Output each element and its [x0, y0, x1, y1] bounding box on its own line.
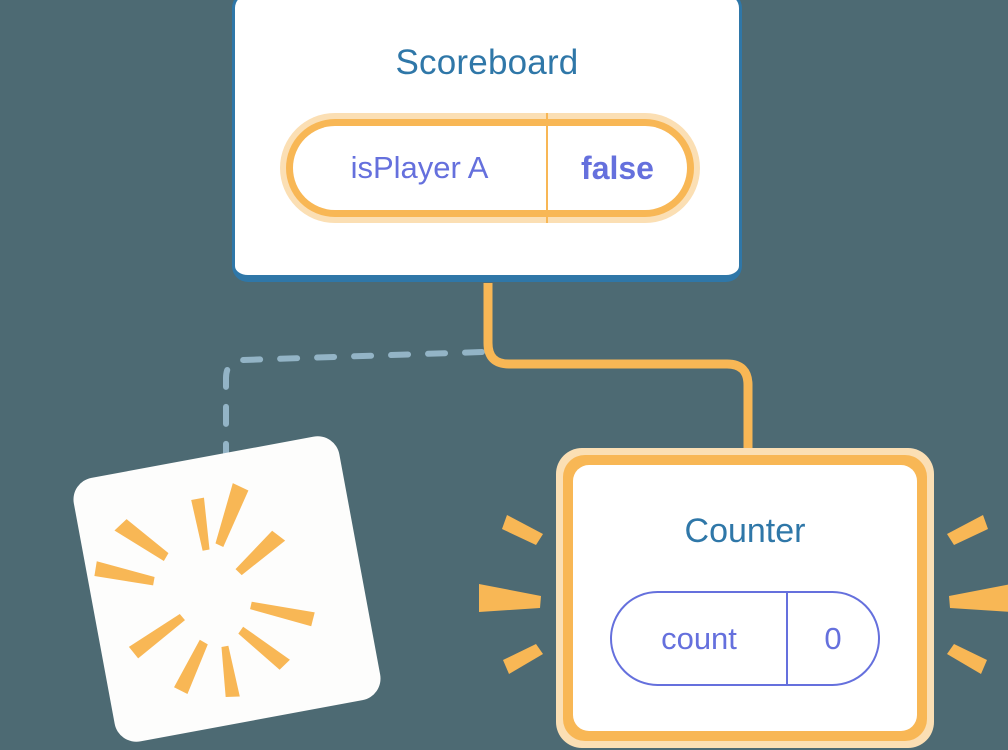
- ray: [238, 626, 290, 670]
- pill-divider: [786, 591, 788, 686]
- ray: [215, 483, 249, 547]
- scoreboard-pill-value: false: [581, 149, 654, 186]
- dashed-connector-to-ghost-card: [223, 349, 485, 465]
- solid-connector-to-counter: [483, 283, 753, 455]
- counter-pill-key: count: [661, 620, 737, 656]
- ghost-card-burst-rays: [94, 483, 315, 698]
- counter-pill-value: 0: [824, 620, 842, 656]
- ray: [94, 561, 155, 586]
- counter-card[interactable]: Counter count 0: [556, 448, 934, 748]
- ray: [947, 644, 987, 674]
- ray: [250, 601, 315, 627]
- pill-body: isPlayer A false: [293, 113, 687, 223]
- ray: [502, 515, 543, 545]
- counter-title: Counter: [684, 512, 806, 550]
- ghost-card[interactable]: [69, 432, 385, 746]
- scoreboard-card[interactable]: Scoreboard isPlayer A false: [232, 0, 742, 282]
- counter-burst-rays-left: [479, 515, 543, 674]
- scoreboard-state-pill[interactable]: isPlayer A false: [280, 113, 700, 223]
- ray: [235, 530, 286, 576]
- scoreboard-pill-key: isPlayer A: [350, 150, 489, 185]
- ray: [174, 639, 208, 694]
- counter-burst-rays-right: [947, 515, 1008, 674]
- ray: [191, 497, 210, 551]
- ray: [114, 519, 169, 562]
- ray: [947, 515, 988, 545]
- ray: [949, 584, 1008, 612]
- ray: [221, 645, 240, 698]
- ray: [503, 644, 543, 674]
- counter-state-pill[interactable]: count 0: [610, 591, 880, 686]
- ray: [479, 584, 541, 612]
- scoreboard-title: Scoreboard: [395, 43, 579, 82]
- pill-divider: [546, 113, 548, 223]
- ray: [128, 614, 185, 659]
